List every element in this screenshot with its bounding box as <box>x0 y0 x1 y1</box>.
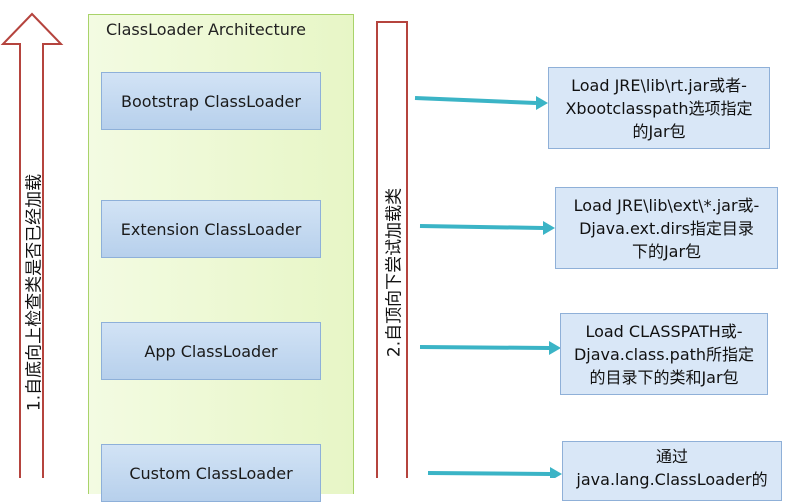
extension-note-text: Load JRE\lib\ext\*.jar或- Djava.ext.dirs指… <box>573 195 760 261</box>
up-arrow <box>0 12 64 478</box>
extension-classloader-label: Extension ClassLoader <box>120 219 302 239</box>
custom-note: 通过 java.lang.ClassLoader的 <box>562 441 782 501</box>
bootstrap-classloader-box: Bootstrap ClassLoader <box>101 72 321 130</box>
down-arrow <box>376 21 408 478</box>
connector-arrow-1 <box>414 96 548 110</box>
architecture-title: ClassLoader Architecture <box>106 20 306 39</box>
connector-arrow-2 <box>419 221 555 235</box>
custom-note-text: 通过 java.lang.ClassLoader的 <box>576 447 768 489</box>
app-classloader-box: App ClassLoader <box>101 322 321 380</box>
bootstrap-note-text: Load JRE\lib\rt.jar或者- Xbootclasspath选项指… <box>565 75 753 141</box>
app-note: Load CLASSPATH或- Djava.class.path所指定 的目录… <box>560 313 768 395</box>
connector-arrow-4 <box>427 467 562 478</box>
bootstrap-note: Load JRE\lib\rt.jar或者- Xbootclasspath选项指… <box>548 67 770 149</box>
bootstrap-classloader-label: Bootstrap ClassLoader <box>121 91 301 111</box>
extension-note: Load JRE\lib\ext\*.jar或- Djava.ext.dirs指… <box>555 187 778 269</box>
app-note-text: Load CLASSPATH或- Djava.class.path所指定 的目录… <box>573 321 755 387</box>
extension-classloader-box: Extension ClassLoader <box>101 200 321 258</box>
connector-arrow-3 <box>419 341 561 355</box>
app-classloader-label: App ClassLoader <box>144 341 278 361</box>
